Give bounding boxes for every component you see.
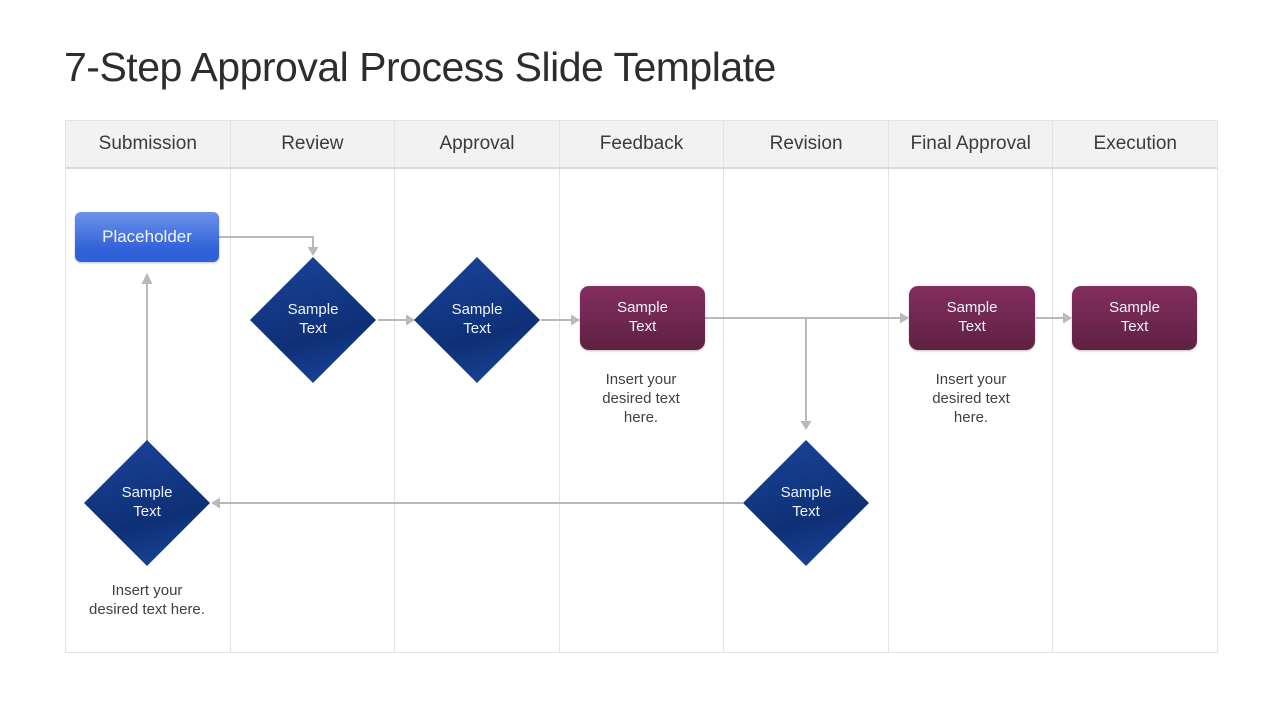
lane-feedback	[558, 169, 724, 652]
column-header-approval: Approval	[394, 121, 559, 167]
slide-title: 7-Step Approval Process Slide Template	[64, 44, 776, 90]
final-approval-step-label: Sample Text	[946, 299, 998, 335]
column-header-execution: Execution	[1052, 121, 1217, 167]
submission-return-decision-label: Sample Text	[121, 484, 173, 520]
placeholder-shape-label: Placeholder	[102, 227, 192, 247]
execution-step-label: Sample Text	[1109, 299, 1160, 335]
column-header-review: Review	[229, 121, 395, 167]
final-approval-caption: Insert your desired text here.	[932, 371, 1010, 426]
process-table-header-row: Submission Review Approval Feedback Revi…	[66, 121, 1217, 169]
lane-final-approval	[887, 169, 1053, 652]
column-header-submission: Submission	[98, 133, 197, 154]
column-header-final-approval: Final Approval	[887, 121, 1053, 167]
feedback-step-label: Sample Text	[617, 299, 668, 335]
process-table-body	[66, 169, 1217, 652]
lane-execution	[1052, 169, 1217, 652]
process-table: Submission Review Approval Feedback Revi…	[65, 120, 1218, 653]
column-header-revision: Revision	[723, 121, 888, 167]
submission-caption: Insert your desired text here.	[89, 582, 205, 618]
lane-approval	[394, 169, 559, 652]
feedback-caption: Insert your desired text here.	[602, 371, 680, 426]
execution-step-shape[interactable]: Sample Text	[1072, 286, 1197, 350]
placeholder-shape[interactable]: Placeholder	[75, 212, 219, 262]
lane-review	[229, 169, 395, 652]
lane-revision	[723, 169, 888, 652]
feedback-step-shape[interactable]: Sample Text	[580, 286, 705, 350]
review-decision-label: Sample Text	[287, 301, 339, 337]
column-header-feedback: Feedback	[558, 121, 724, 167]
revision-decision-label: Sample Text	[780, 484, 832, 520]
final-approval-step-shape[interactable]: Sample Text	[909, 286, 1035, 350]
approval-decision-label: Sample Text	[451, 301, 503, 337]
